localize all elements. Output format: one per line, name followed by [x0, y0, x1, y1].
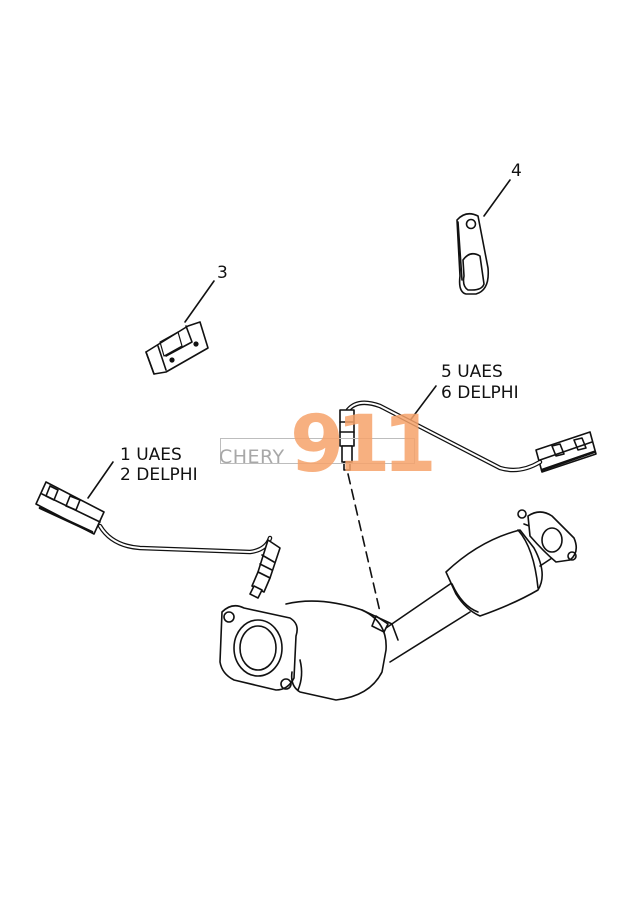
leader-line-3	[184, 280, 215, 323]
callout-3: 3	[217, 263, 228, 283]
watermark-brand: CHERY	[219, 446, 285, 468]
callout-5-number: 5	[441, 362, 452, 382]
leader-line-5	[408, 385, 437, 423]
leader-line-1	[87, 461, 114, 499]
callout-1: 1 UAES	[120, 445, 182, 465]
sensor-bracket-icon	[456, 212, 490, 295]
sensor-clip-icon	[145, 321, 209, 375]
leader-line-4	[483, 179, 511, 217]
catalytic-converter-icon	[219, 509, 578, 701]
callout-2-number: 2	[120, 465, 131, 485]
callout-1-number: 1	[120, 445, 131, 465]
watermark-number: 911	[290, 400, 437, 490]
callout-4-number: 4	[511, 161, 522, 181]
oxygen-sensor-right-icon	[339, 400, 597, 613]
callout-5-text: UAES	[457, 362, 503, 382]
callout-6-number: 6	[441, 383, 452, 403]
callout-6-text: DELPHI	[457, 383, 519, 403]
callout-6: 6 DELPHI	[441, 383, 519, 403]
watermark-box	[220, 438, 415, 464]
oxygen-sensor-left-icon	[35, 481, 281, 599]
callout-3-number: 3	[217, 263, 228, 283]
callout-2: 2 DELPHI	[120, 465, 198, 485]
callout-2-text: DELPHI	[136, 465, 198, 485]
callout-5: 5 UAES	[441, 362, 503, 382]
callout-4: 4	[511, 161, 522, 181]
callout-1-text: UAES	[136, 445, 182, 465]
